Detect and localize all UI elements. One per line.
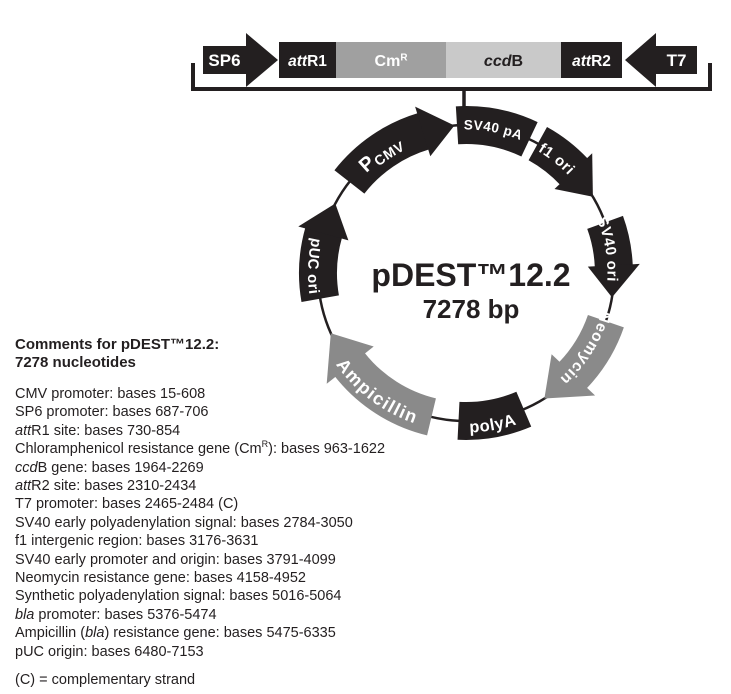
- comments-title: Comments for pDEST™12.2:: [15, 336, 220, 353]
- feature-neomycin-band: [558, 314, 624, 389]
- comment-line: ccdB gene: bases 1964-2269: [15, 459, 204, 476]
- feature-ampicillin-band: [334, 352, 437, 436]
- comment-line: SP6 promoter: bases 687-706: [15, 404, 209, 421]
- comment-line: Neomycin resistance gene: bases 4158-495…: [15, 570, 306, 587]
- comment-line: pUC origin: bases 6480-7153: [15, 643, 204, 660]
- plasmid-size: 7278 bp: [423, 294, 520, 324]
- comments-subtitle: 7278 nucleotides: [15, 354, 136, 371]
- attr1-box: [279, 42, 336, 78]
- feature-pucori-label: pUC ori: [304, 237, 325, 296]
- comment-line: Chloramphenicol resistance gene (CmR): b…: [15, 439, 386, 458]
- feature-f1ori-arrowhead: [554, 153, 593, 197]
- feature-pcmv-arrowhead: [415, 106, 455, 157]
- t7-label: T7: [667, 51, 687, 70]
- comment-line: (C) = complementary strand: [15, 672, 196, 689]
- feature-polya-band: [457, 391, 532, 440]
- cassette-bracket: [191, 63, 712, 91]
- feature-ampicillin-arrowhead: [326, 333, 374, 384]
- comment-line: SV40 early polyadenylation signal: bases…: [15, 514, 353, 531]
- comment-line: Ampicillin (bla) resistance gene: bases …: [15, 625, 336, 642]
- sp6-label: SP6: [208, 51, 240, 70]
- comments-block: Comments for pDEST™12.2: 7278 nucleotide…: [15, 336, 535, 690]
- feature-pucori-arrowhead: [298, 203, 349, 241]
- ccdb-label: ccdB: [484, 53, 523, 70]
- comment-line: bla promoter: bases 5376-5474: [15, 606, 217, 623]
- comment-line: SV40 early promoter and origin: bases 37…: [15, 551, 336, 568]
- attr1-label: attR1: [288, 53, 327, 70]
- comment-line: Synthetic polyadenylation signal: bases …: [15, 588, 342, 605]
- cmr-label: CmR: [375, 53, 408, 70]
- comment-line: T7 promoter: bases 2465-2484 (C): [15, 496, 239, 513]
- comment-line: attR1 site: bases 730-854: [15, 422, 181, 439]
- feature-pucori-band: [299, 227, 343, 302]
- feature-sv40ori-arrowhead: [587, 263, 640, 298]
- feature-pcmv-band: [334, 112, 430, 194]
- feature-sv40pa-band: [455, 106, 538, 157]
- comments-header: Comments for pDEST™12.2: 7278 nucleotide…: [15, 336, 535, 372]
- feature-sv40ori-band: [587, 215, 633, 268]
- t7-arrow: [625, 33, 697, 87]
- sp6-arrow: [203, 33, 278, 87]
- feature-neomycin-arrowhead: [544, 354, 596, 399]
- feature-f1ori-band: [528, 126, 588, 186]
- cmr-box: [336, 42, 446, 78]
- ccdb-box: [446, 42, 561, 78]
- attr2-box: [561, 42, 622, 78]
- comment-line: f1 intergenic region: bases 3176-3631: [15, 533, 259, 550]
- comment-line: attR2 site: bases 2310-2434: [15, 478, 197, 495]
- attr2-label: attR2: [572, 53, 611, 70]
- plasmid-title: pDEST™12.2: [371, 257, 570, 293]
- linear-cassette-map: SP6 attR1 CmR ccdB attR2 T7: [203, 33, 697, 87]
- comment-line: CMV promoter: bases 15-608: [15, 386, 206, 402]
